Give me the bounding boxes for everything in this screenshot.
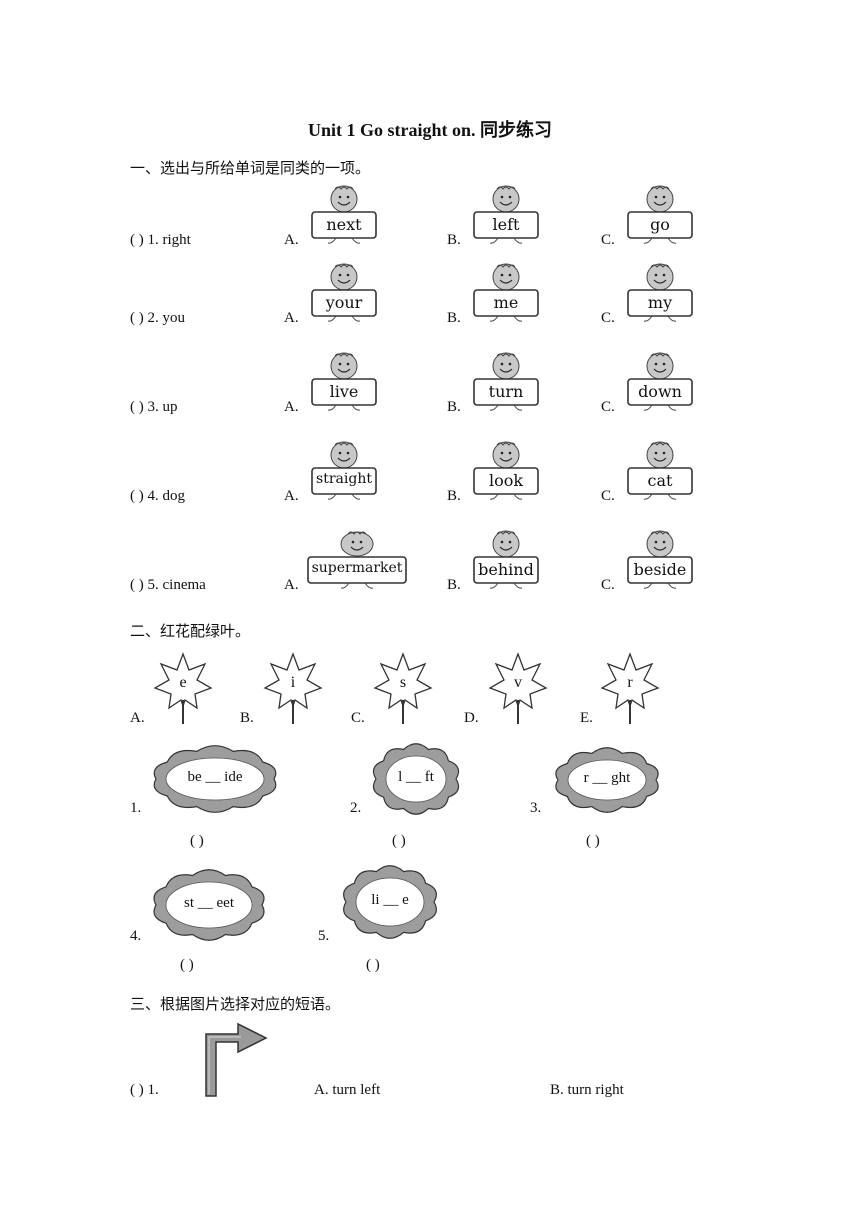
kid-word-label: turn	[488, 382, 524, 401]
option-b-turn-right: B. turn right	[550, 1082, 624, 1098]
kid-word-card: straight	[310, 441, 378, 505]
question-3-option-letter: A.	[284, 399, 299, 415]
kid-word-card: turn	[472, 352, 540, 416]
kid-word-label: live	[329, 382, 359, 401]
section3-stem: ( ) 1.	[130, 1082, 159, 1098]
leaf-option-letter: C.	[351, 710, 365, 726]
question-2-option-letter: A.	[284, 310, 299, 326]
kid-word-label: my	[647, 293, 673, 312]
flower-word: li __ e	[371, 892, 409, 908]
question-1-option-letter: C.	[601, 232, 615, 248]
flower-number: 4.	[130, 928, 142, 944]
leaf-letter: s	[399, 674, 407, 691]
kid-word-card: live	[310, 352, 378, 416]
kid-word-label: me	[493, 293, 519, 312]
leaf-option-letter: E.	[580, 710, 593, 726]
kid-word-label: supermarket	[311, 560, 403, 576]
kid-word-card: cat	[626, 441, 694, 505]
question-4-stem: ( ) 4. dog	[130, 488, 185, 504]
leaf-letter: r	[627, 674, 633, 691]
kid-word-card: behind	[472, 530, 540, 594]
leaf-option-letter: D.	[464, 710, 479, 726]
flower-cloud-icon: li __ e	[340, 864, 440, 940]
kid-word-card: look	[472, 441, 540, 505]
leaf-icon: r	[600, 650, 662, 726]
answer-blank[interactable]: ( )	[586, 833, 600, 849]
question-5-stem: ( ) 5. cinema	[130, 577, 206, 593]
kid-word-label: go	[650, 215, 670, 234]
section1-heading: 一、选出与所给单词是同类的一项。	[130, 159, 371, 177]
leaf-letter: i	[290, 674, 296, 691]
kid-word-label: cat	[647, 471, 673, 490]
kid-word-card: beside	[626, 530, 694, 594]
flower-word: st __ eet	[184, 895, 234, 911]
turn-right-arrow-icon	[205, 1022, 268, 1097]
leaf-icon: i	[263, 650, 325, 726]
kid-word-card: next	[310, 185, 378, 249]
question-2-option-letter: B.	[447, 310, 461, 326]
page-title: Unit 1 Go straight on. 同步练习	[307, 120, 552, 140]
kid-word-card: your	[310, 263, 378, 327]
flower-cloud-icon: st __ eet	[150, 868, 268, 942]
flower-number: 1.	[130, 800, 142, 816]
question-5-option-letter: B.	[447, 577, 461, 593]
leaf-letter: v	[514, 674, 522, 691]
question-4-option-letter: A.	[284, 488, 299, 504]
answer-blank[interactable]: ( )	[180, 957, 194, 973]
section3-heading: 三、根据图片选择对应的短语。	[130, 995, 341, 1013]
question-1-stem: ( ) 1. right	[130, 232, 191, 248]
kid-word-label: behind	[478, 560, 534, 579]
kid-word-card: my	[626, 263, 694, 327]
leaf-icon: v	[488, 650, 550, 726]
question-5-option-letter: C.	[601, 577, 615, 593]
section2-heading: 二、红花配绿叶。	[130, 622, 251, 640]
leaf-option-letter: B.	[240, 710, 254, 726]
flower-cloud-icon: be __ ide	[150, 744, 280, 814]
question-2-option-letter: C.	[601, 310, 615, 326]
question-1-option-letter: B.	[447, 232, 461, 248]
question-3-option-letter: C.	[601, 399, 615, 415]
kid-word-label: down	[638, 382, 682, 401]
flower-word: r __ ght	[583, 770, 631, 786]
kid-word-card: go	[626, 185, 694, 249]
kid-word-label: your	[325, 293, 363, 312]
kid-word-label: next	[326, 215, 362, 234]
question-3-stem: ( ) 3. up	[130, 399, 178, 415]
kid-word-card: left	[472, 185, 540, 249]
question-4-option-letter: B.	[447, 488, 461, 504]
question-5-option-letter: A.	[284, 577, 299, 593]
kid-word-card: supermarket	[306, 530, 408, 594]
flower-word: l __ ft	[398, 769, 434, 785]
question-2-stem: ( ) 2. you	[130, 310, 185, 326]
kid-word-card: down	[626, 352, 694, 416]
leaf-icon: e	[153, 650, 215, 726]
kid-word-label: look	[488, 471, 524, 490]
question-4-option-letter: C.	[601, 488, 615, 504]
answer-blank[interactable]: ( )	[392, 833, 406, 849]
question-3-option-letter: B.	[447, 399, 461, 415]
flower-number: 3.	[530, 800, 542, 816]
kid-word-label: straight	[316, 471, 372, 487]
leaf-option-letter: A.	[130, 710, 145, 726]
flower-cloud-icon: l __ ft	[370, 742, 462, 816]
option-a-turn-left: A. turn left	[314, 1082, 381, 1098]
flower-word: be __ ide	[187, 769, 243, 785]
question-1-option-letter: A.	[284, 232, 299, 248]
kid-word-card: me	[472, 263, 540, 327]
answer-blank[interactable]: ( )	[366, 957, 380, 973]
kid-word-label: left	[492, 215, 520, 234]
answer-blank[interactable]: ( )	[190, 833, 204, 849]
leaf-letter: e	[179, 674, 187, 691]
kid-word-label: beside	[633, 560, 687, 579]
flower-number: 5.	[318, 928, 330, 944]
leaf-icon: s	[373, 650, 435, 726]
flower-number: 2.	[350, 800, 362, 816]
flower-cloud-icon: r __ ght	[552, 746, 662, 814]
